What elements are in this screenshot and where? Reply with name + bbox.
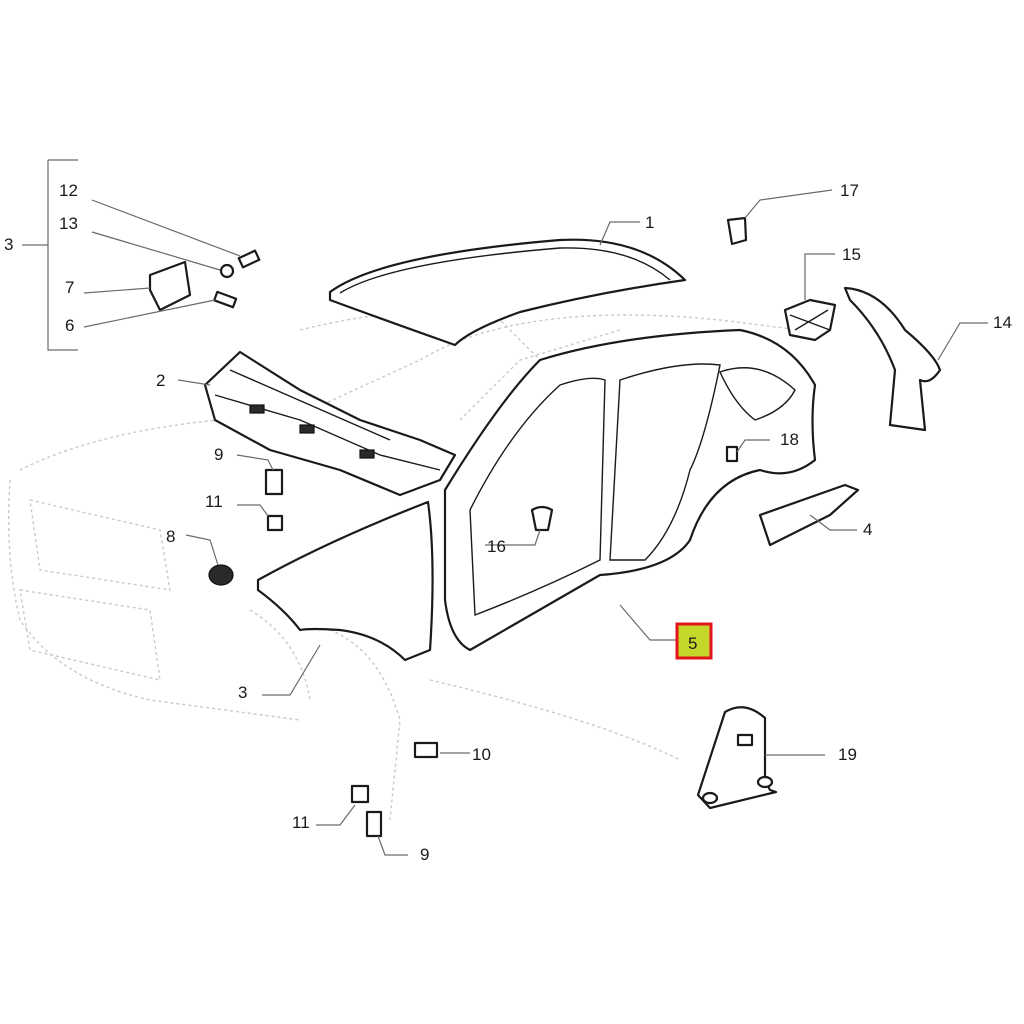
plug-17[interactable] <box>726 216 748 246</box>
callout-3-group[interactable]: 3 <box>4 235 13 254</box>
leader-lines <box>22 159 988 856</box>
callout-2[interactable]: 2 <box>156 371 165 390</box>
callout-17[interactable]: 17 <box>840 181 859 200</box>
callout-10[interactable]: 10 <box>472 745 491 764</box>
washer-13[interactable] <box>219 263 235 279</box>
callout-1[interactable]: 1 <box>645 213 654 232</box>
bolt-12[interactable] <box>237 249 261 269</box>
callout-14[interactable]: 14 <box>993 313 1012 332</box>
callout-3[interactable]: 3 <box>238 683 247 702</box>
callout-labels: 3 12 13 7 6 2 9 11 8 3 1 4 5 19 10 11 9 … <box>4 181 1012 864</box>
callout-18[interactable]: 18 <box>780 430 799 449</box>
callout-9-top[interactable]: 9 <box>214 445 223 464</box>
callout-13[interactable]: 13 <box>59 214 78 233</box>
callout-6[interactable]: 6 <box>65 316 74 335</box>
callout-11-bottom[interactable]: 11 <box>292 813 310 832</box>
callout-8[interactable]: 8 <box>166 527 175 546</box>
clip-11-top[interactable] <box>266 514 284 532</box>
callout-16[interactable]: 16 <box>487 537 506 556</box>
callout-11-top[interactable]: 11 <box>205 492 223 511</box>
cowl-panel[interactable] <box>203 350 457 497</box>
callout-12[interactable]: 12 <box>59 181 78 200</box>
callout-5[interactable]: 5 <box>688 634 697 653</box>
clip-11-bottom[interactable] <box>350 784 370 804</box>
callout-19[interactable]: 19 <box>838 745 857 764</box>
bolt-6[interactable] <box>213 290 238 309</box>
bracket-7[interactable] <box>148 260 192 312</box>
bracket-19[interactable] <box>696 706 778 810</box>
rear-reinforcement[interactable] <box>758 483 860 547</box>
bracket-15[interactable] <box>783 298 837 342</box>
roof-panel[interactable] <box>328 238 687 347</box>
plug-18[interactable] <box>725 445 739 463</box>
bolt-9-top[interactable] <box>264 468 284 496</box>
bolt-10[interactable] <box>413 741 439 759</box>
plug-16[interactable] <box>530 505 554 532</box>
callout-9-bottom[interactable]: 9 <box>420 845 429 864</box>
rear-pillar[interactable] <box>843 286 942 432</box>
callout-4[interactable]: 4 <box>863 520 872 539</box>
car-ghost-outline <box>8 311 801 821</box>
bolt-9-bottom[interactable] <box>365 810 383 838</box>
grommet-8[interactable] <box>208 564 234 586</box>
highlight-box <box>675 622 713 660</box>
front-fender[interactable] <box>256 500 434 662</box>
callout-15[interactable]: 15 <box>842 245 861 264</box>
callout-7[interactable]: 7 <box>65 278 74 297</box>
side-body-panel[interactable] <box>443 328 817 652</box>
